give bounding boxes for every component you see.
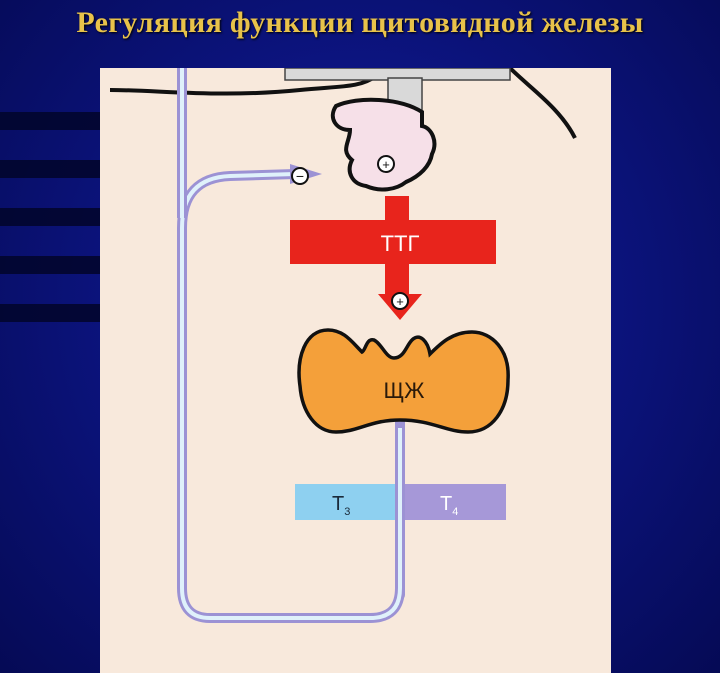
thyroid-label: ЩЖ	[384, 378, 426, 403]
t3-label: Т3	[332, 493, 350, 518]
t4-label: Т4	[440, 493, 458, 518]
t4-bar	[400, 484, 506, 520]
svg-text:−: −	[296, 168, 304, 184]
pituitary-gland	[330, 97, 437, 192]
plus-sign-icon	[377, 155, 395, 173]
svg-text:+: +	[382, 157, 390, 172]
hypothalamus-outline	[109, 74, 378, 96]
svg-text:+: +	[396, 294, 404, 309]
ttg-bar	[290, 220, 496, 264]
plus-sign-icon	[391, 292, 409, 310]
t3-bar	[295, 484, 400, 520]
minus-sign-icon	[291, 167, 309, 185]
hypothalamus-outline-right	[508, 68, 577, 139]
slide-title: Регуляция функции щитовидной железы	[76, 6, 644, 39]
thyroid-gland	[297, 328, 510, 434]
ttg-label: ТТГ	[381, 231, 420, 256]
thyroid-regulation-diagram: + − ТТГ + ЩЖ Т3 Т4	[109, 68, 577, 623]
